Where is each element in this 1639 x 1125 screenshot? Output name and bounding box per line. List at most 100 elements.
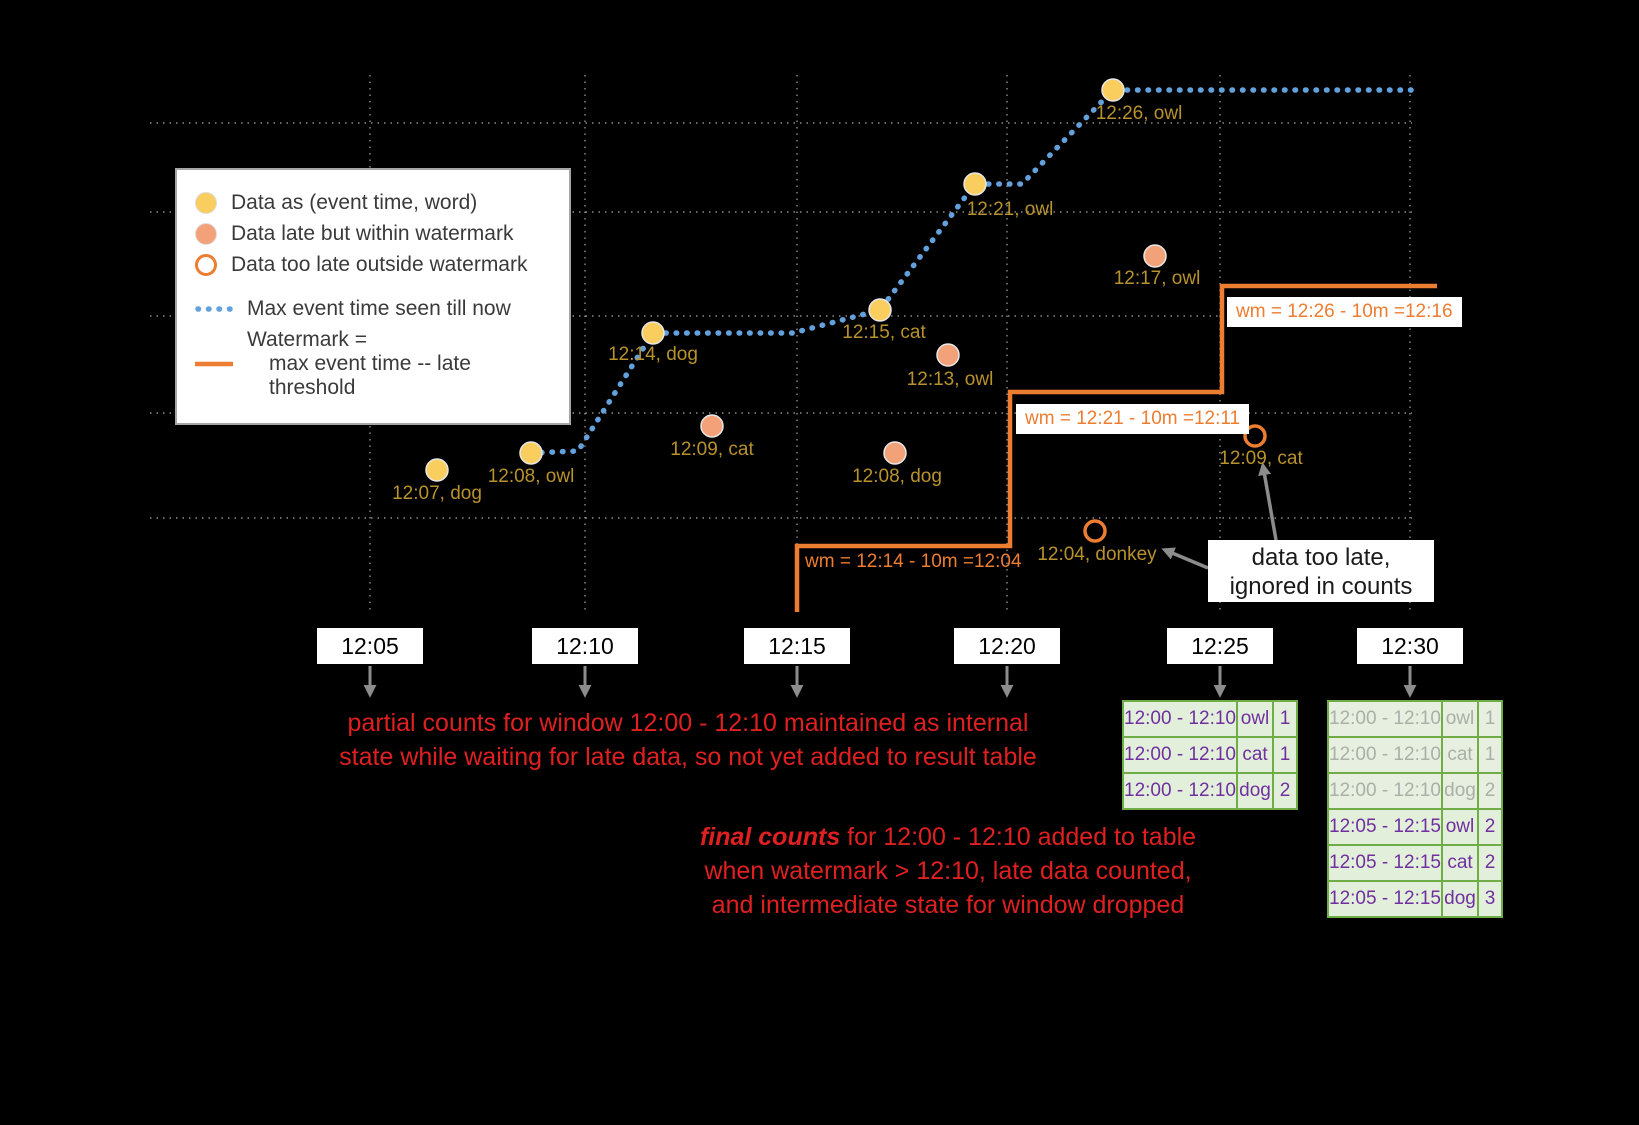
legend-item-late: Data late but within watermark xyxy=(195,222,551,246)
time-tick-1225: 12:25 xyxy=(1167,628,1273,664)
data-point-ontime xyxy=(519,441,543,465)
annotation-line: partial counts for window 12:00 - 12:10 … xyxy=(347,709,1029,737)
table-cell-count: 1 xyxy=(1274,702,1296,736)
data-point-label: 12:07, dog xyxy=(392,483,482,504)
data-point-label: 12:13, owl xyxy=(906,369,994,390)
annotation-line: and intermediate state for window droppe… xyxy=(711,891,1185,919)
watermark-line xyxy=(794,283,1437,612)
annotation-partial-counts: partial counts for window 12:00 - 12:10 … xyxy=(339,706,1037,774)
gridlines xyxy=(150,75,1412,612)
legend-label: Watermark = xyxy=(247,328,367,351)
table-cell-word: cat xyxy=(1443,738,1477,772)
legend-label: Max event time seen till now xyxy=(247,297,511,320)
max-event-time-line xyxy=(528,87,1423,456)
data-point-late xyxy=(936,343,960,367)
table-cell-count: 1 xyxy=(1274,738,1296,772)
data-point-label: 12:04, donkey xyxy=(1037,544,1157,565)
result-table-1230: 12:00 - 12:10 owl 1 12:00 - 12:10 cat 1 … xyxy=(1327,700,1503,918)
ontime-point-swatch xyxy=(195,192,217,214)
note-line: data too late, xyxy=(1251,544,1391,571)
data-point-label: 12:08, dog xyxy=(852,466,942,487)
data-point-ontime xyxy=(868,298,892,322)
annotation-line: final counts for 12:00 - 12:10 added to … xyxy=(700,820,1196,854)
time-tick-1215: 12:15 xyxy=(744,628,850,664)
toolate-point-swatch xyxy=(195,254,217,276)
note-arrows xyxy=(1161,462,1278,570)
data-point-ontime xyxy=(963,172,987,196)
table-cell-count: 3 xyxy=(1479,882,1501,916)
dotted-line-swatch xyxy=(195,306,233,312)
table-cell-window: 12:00 - 12:10 xyxy=(1329,738,1441,772)
too-late-note: data too late, ignored in counts xyxy=(1208,540,1434,602)
table-cell-window: 12:00 - 12:10 xyxy=(1329,702,1441,736)
legend-item-toolate: Data too late outside watermark xyxy=(195,253,551,277)
legend: Data as (event time, word) Data late but… xyxy=(175,168,571,425)
watermark-label-3: wm = 12:26 - 10m =12:16 xyxy=(1227,297,1462,327)
data-point-late xyxy=(1143,244,1167,268)
table-cell-word: cat xyxy=(1238,738,1272,772)
time-tick-1220: 12:20 xyxy=(954,628,1060,664)
table-cell-window: 12:00 - 12:10 xyxy=(1329,774,1441,808)
data-point-label: 12:26, owl xyxy=(1095,103,1183,124)
legend-label: Data late but within watermark xyxy=(231,222,514,245)
table-cell-word: dog xyxy=(1238,774,1272,808)
table-cell-word: dog xyxy=(1443,774,1477,808)
data-point-label: 12:08, owl xyxy=(487,466,575,487)
data-point-ontime xyxy=(641,321,665,345)
table-cell-count: 2 xyxy=(1479,774,1501,808)
result-table-1225: 12:00 - 12:10 owl 1 12:00 - 12:10 cat 1 … xyxy=(1122,700,1298,810)
late-point-swatch xyxy=(195,223,217,245)
legend-item-ontime: Data as (event time, word) xyxy=(195,191,551,215)
note-arrow-to-donkey xyxy=(1161,547,1209,570)
table-cell-count: 1 xyxy=(1479,738,1501,772)
table-cell-window: 12:05 - 12:15 xyxy=(1329,846,1441,880)
legend-item-max-event-time: Max event time seen till now xyxy=(195,297,551,321)
table-cell-window: 12:00 - 12:10 xyxy=(1124,702,1236,736)
table-cell-word: owl xyxy=(1443,702,1477,736)
data-point-label: 12:09, cat xyxy=(670,439,754,460)
table-cell-word: owl xyxy=(1238,702,1272,736)
table-cell-count: 2 xyxy=(1479,846,1501,880)
table-cell-count: 2 xyxy=(1274,774,1296,808)
table-cell-window: 12:05 - 12:15 xyxy=(1329,810,1441,844)
note-line: ignored in counts xyxy=(1229,573,1413,600)
table-cell-word: cat xyxy=(1443,846,1477,880)
table-cell-window: 12:05 - 12:15 xyxy=(1329,882,1441,916)
annotation-line-rest: for 12:00 - 12:10 added to table xyxy=(840,823,1197,851)
time-tick-1205: 12:05 xyxy=(317,628,423,664)
tick-arrows xyxy=(363,666,1417,698)
annotation-line: state while waiting for late data, so no… xyxy=(339,743,1037,771)
data-point-label: 12:09, cat xyxy=(1219,448,1303,469)
data-point-label: 12:21, owl xyxy=(966,199,1054,220)
data-point-toolate xyxy=(1083,519,1107,543)
annotation-line: when watermark > 12:10, late data counte… xyxy=(704,857,1192,885)
legend-watermark-text: Watermark = max event time -- late thres… xyxy=(247,328,551,400)
table-cell-window: 12:00 - 12:10 xyxy=(1124,774,1236,808)
time-tick-1210: 12:10 xyxy=(532,628,638,664)
time-tick-1230: 12:30 xyxy=(1357,628,1463,664)
table-cell-word: dog xyxy=(1443,882,1477,916)
table-cell-window: 12:00 - 12:10 xyxy=(1124,738,1236,772)
legend-label: max event time -- late threshold xyxy=(269,352,471,399)
annotation-emphasis: final counts xyxy=(699,823,841,851)
note-arrow-to-cat xyxy=(1258,462,1278,541)
data-points-late xyxy=(700,244,1167,465)
data-points-toolate xyxy=(1083,424,1267,543)
data-point-label: 12:15, cat xyxy=(842,322,926,343)
table-cell-word: owl xyxy=(1443,810,1477,844)
watermark-label-2: wm = 12:21 - 10m =12:11 xyxy=(1016,404,1250,434)
legend-item-watermark: Watermark = max event time -- late thres… xyxy=(195,328,551,400)
legend-label: Data as (event time, word) xyxy=(231,191,478,214)
watermark-line-swatch xyxy=(195,361,233,367)
data-point-label: 12:17, owl xyxy=(1113,268,1201,289)
annotation-final-counts: final counts for 12:00 - 12:10 added to … xyxy=(700,820,1196,922)
data-point-late xyxy=(883,441,907,465)
data-point-label: 12:14, dog xyxy=(608,344,698,365)
table-cell-count: 1 xyxy=(1479,702,1501,736)
data-point-ontime xyxy=(425,458,449,482)
table-cell-count: 2 xyxy=(1479,810,1501,844)
data-point-late xyxy=(700,414,724,438)
data-point-toolate xyxy=(1243,424,1267,448)
